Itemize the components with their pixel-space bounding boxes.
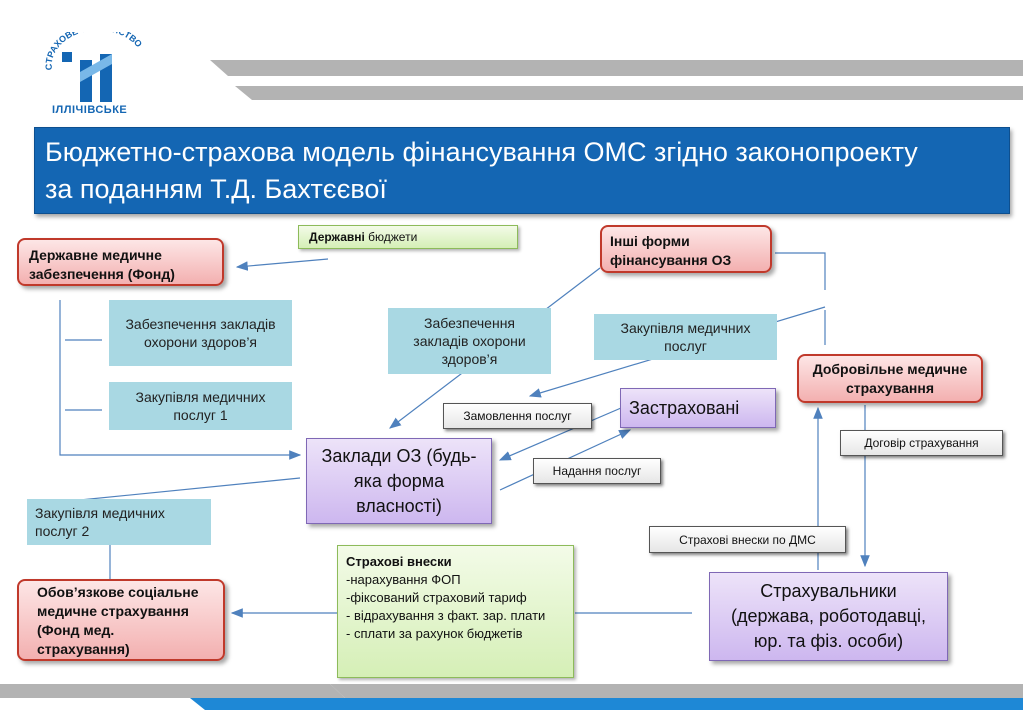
node-insurers-label: Страхувальники (держава, роботодавці, юр…	[731, 581, 926, 651]
node-purchase-right-label: Закупівля медичних послуг	[620, 320, 751, 354]
node-mandatory-insurance: Обов’язкове соціальне медичне страхуванн…	[17, 579, 225, 661]
node-insurance-contract-label: Договір страхування	[864, 436, 979, 450]
contributions-item: -фіксований страховий тариф	[346, 590, 527, 605]
node-provision-mid: Забезпечення закладів охорони здоров’я	[388, 308, 551, 374]
node-state-medical-fund: Державне медичне забезпечення (Фонд)	[17, 238, 224, 286]
node-provision-left: Забезпечення закладів охорони здоров’я	[109, 300, 292, 366]
title-line-1: Бюджетно-страхова модель фінансування ОМ…	[45, 137, 918, 167]
node-health-facilities-label: Заклади ОЗ (будь-яка форма власності)	[321, 445, 477, 516]
node-voluntary-insurance: Добровільне медичне страхування	[797, 354, 983, 403]
contributions-item: - відрахування з факт. зар. плати	[346, 608, 546, 623]
node-state-medical-fund-label: Державне медичне забезпечення (Фонд)	[29, 247, 175, 282]
node-provision-mid-label: Забезпечення закладів охорони здоров’я	[413, 315, 526, 367]
node-insurers: Страхувальники (держава, роботодавці, юр…	[709, 572, 948, 661]
node-other-forms-label: Інші форми фінансування ОЗ	[610, 233, 732, 268]
node-insured-label: Застраховані	[629, 397, 740, 418]
title-line-2: за поданням Т.Д. Бахтєєвої	[45, 174, 387, 204]
logo-brand: ІЛЛІЧІВСЬКЕ	[52, 104, 128, 116]
top-stripes	[210, 60, 1023, 100]
node-dms-contributions-label: Страхові внески по ДМС	[679, 532, 816, 547]
node-provision-services-label: Надання послуг	[552, 464, 642, 478]
node-purchase-right: Закупівля медичних послуг	[594, 314, 777, 360]
node-dms-contributions: Страхові внески по ДМС	[649, 526, 846, 553]
contributions-item: -нарахування ФОП	[346, 572, 461, 587]
node-insurance-contributions: Страхові внески -нарахування ФОП -фіксов…	[337, 545, 574, 678]
node-purchase-2: Закупівля медичних послуг 2	[27, 499, 211, 545]
node-insurance-contract: Договір страхування	[840, 430, 1003, 456]
node-order-services: Замовлення послуг	[443, 403, 592, 429]
node-order-services-label: Замовлення послуг	[463, 409, 572, 423]
node-voluntary-insurance-label: Добровільне медичне страхування	[812, 360, 968, 396]
node-insured: Застраховані	[620, 388, 776, 428]
slide-title: Бюджетно-страхова модель фінансування ОМ…	[34, 127, 1010, 214]
node-other-forms: Інші форми фінансування ОЗ	[600, 225, 772, 273]
node-state-budgets: Державні бюджети	[298, 225, 518, 249]
node-state-budgets-rest: бюджети	[364, 230, 418, 244]
node-mandatory-insurance-label: Обов’язкове соціальне медичне страхуванн…	[37, 584, 199, 657]
node-provision-services: Надання послуг	[533, 458, 661, 484]
bottom-stripes	[0, 684, 1023, 710]
node-purchase-2-label: Закупівля медичних послуг 2	[35, 505, 165, 539]
node-health-facilities: Заклади ОЗ (будь-яка форма власності)	[306, 438, 492, 524]
node-state-budgets-bold: Державні	[309, 230, 365, 244]
node-purchase-1-label: Закупівля медичних послуг 1	[135, 389, 266, 423]
node-provision-left-label: Забезпечення закладів охорони здоров’я	[125, 316, 276, 350]
contributions-item: - сплати за рахунок бюджетів	[346, 626, 523, 641]
node-purchase-1: Закупівля медичних послуг 1	[109, 382, 292, 430]
contributions-heading: Страхові внески	[346, 554, 452, 569]
